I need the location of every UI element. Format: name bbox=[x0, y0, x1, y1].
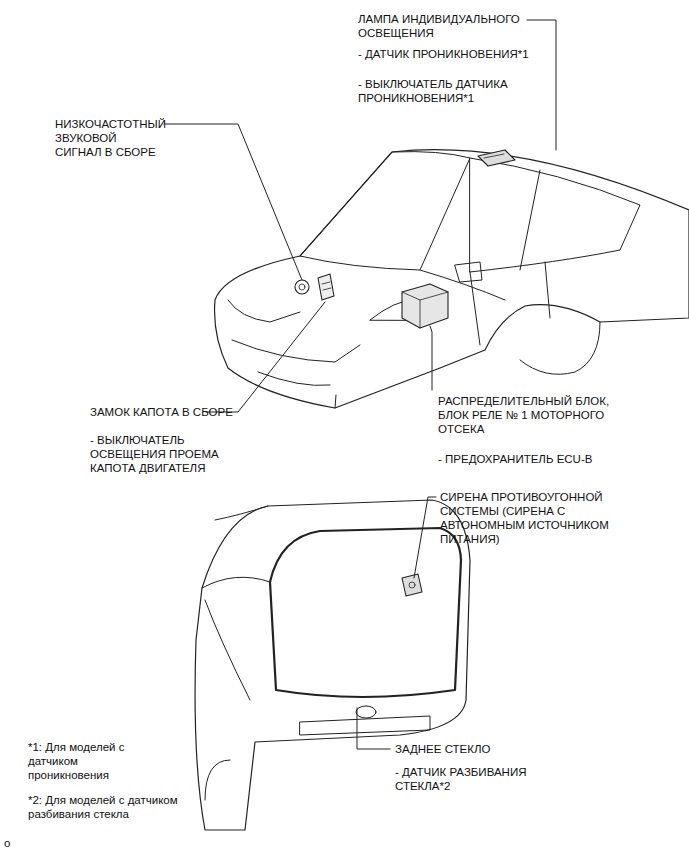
sub-part-name: - ПРЕДОХРАНИТЕЛЬ ECU-B bbox=[438, 452, 638, 466]
part-name: ЗАДНЕЕ СТЕКЛО bbox=[395, 742, 595, 756]
sub-part-name: - ВЫКЛЮЧАТЕЛЬ ДАТЧИКА ПРОНИКНОВЕНИЯ*1 bbox=[358, 77, 528, 105]
sub-part-name: - ВЫКЛЮЧАТЕЛЬ ОСВЕЩЕНИЯ ПРОЕМА КАПОТА ДВ… bbox=[90, 433, 230, 475]
part-name: НИЗКОЧАСТОТНЫЙ ЗВУКОВОЙ СИГНАЛ В СБОРЕ bbox=[55, 117, 165, 159]
leader-line bbox=[357, 708, 390, 749]
part-name: ЛАМПА ИНДИВИДУАЛЬНОГО ОСВЕЩЕНИЯ bbox=[358, 12, 530, 40]
sub-part-name: - ДАТЧИК ПРОНИКНОВЕНИЯ*1 bbox=[358, 47, 548, 61]
part-name: РАСПРЕДЕЛИТЕЛЬНЫЙ БЛОК, БЛОК РЕЛЕ № 1 МО… bbox=[438, 394, 610, 436]
leader-line bbox=[430, 326, 432, 390]
leader-line bbox=[164, 124, 302, 280]
sub-part-name: - ДАТЧИК РАЗБИВАНИЯ СТЕКЛА*2 bbox=[395, 765, 565, 793]
leader-line bbox=[206, 302, 325, 412]
leader-lines bbox=[164, 20, 556, 749]
part-name: ЗАМОК КАПОТА В СБОРЕ bbox=[90, 405, 270, 419]
footnote: *1: Для моделей с датчиком проникновения bbox=[28, 740, 140, 782]
figure-code: o bbox=[4, 836, 24, 850]
front-vehicle bbox=[215, 150, 689, 408]
leader-line bbox=[414, 497, 436, 578]
footnote: *2: Для моделей с датчиком разбивания ст… bbox=[28, 793, 218, 821]
part-name: СИРЕНА ПРОТИВОУГОННОЙ СИСТЕМЫ (СИРЕНА С … bbox=[440, 490, 645, 546]
leader-line bbox=[527, 20, 556, 150]
